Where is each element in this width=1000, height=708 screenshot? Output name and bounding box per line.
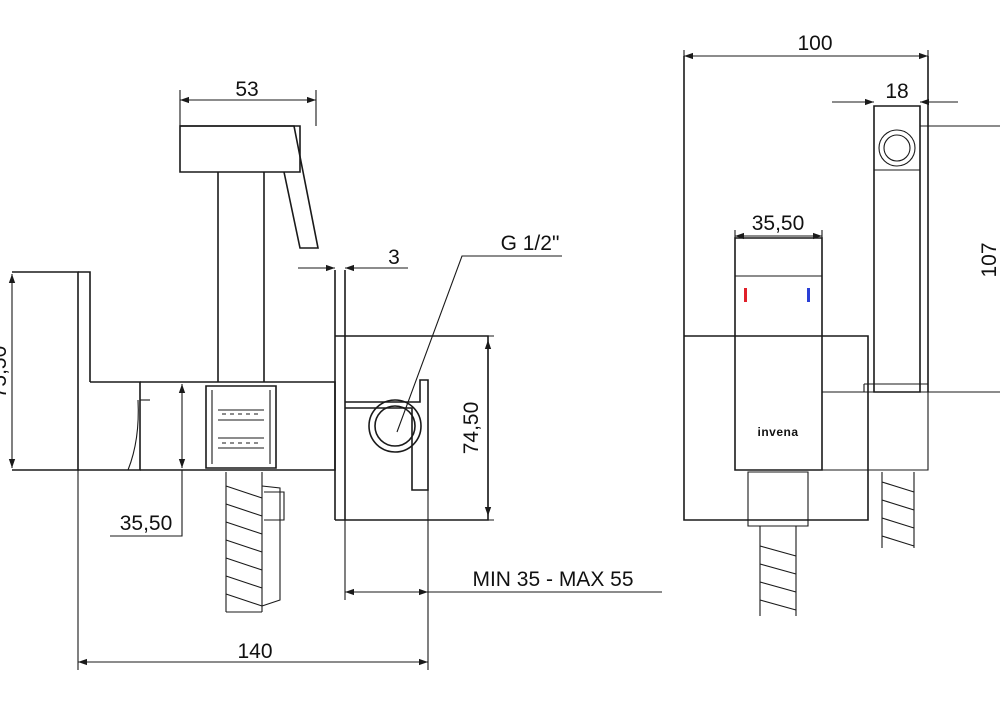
cold-indicator	[807, 288, 810, 302]
hot-indicator	[744, 288, 747, 302]
dim-min-max: MIN 35 - MAX 55	[472, 568, 633, 591]
dim-3: 3	[388, 246, 400, 269]
side-view	[12, 125, 562, 613]
front-view	[683, 56, 1000, 616]
dim-left-height: 75,50	[0, 346, 11, 399]
dim-g12: G 1/2"	[501, 232, 560, 255]
dim-74-50: 74,50	[460, 402, 483, 455]
dim-35-50-right: 35,50	[752, 212, 805, 235]
dimension-lines-left	[8, 90, 662, 670]
dim-140: 140	[237, 640, 272, 663]
dim-100: 100	[797, 32, 832, 55]
dim-107: 107	[978, 242, 1000, 277]
brand-logo: invena	[757, 425, 798, 439]
dim-35-50-left: 35,50	[120, 512, 173, 535]
dim-53: 53	[235, 78, 258, 101]
dim-18: 18	[885, 80, 908, 103]
dimension-lines-right	[683, 50, 958, 240]
